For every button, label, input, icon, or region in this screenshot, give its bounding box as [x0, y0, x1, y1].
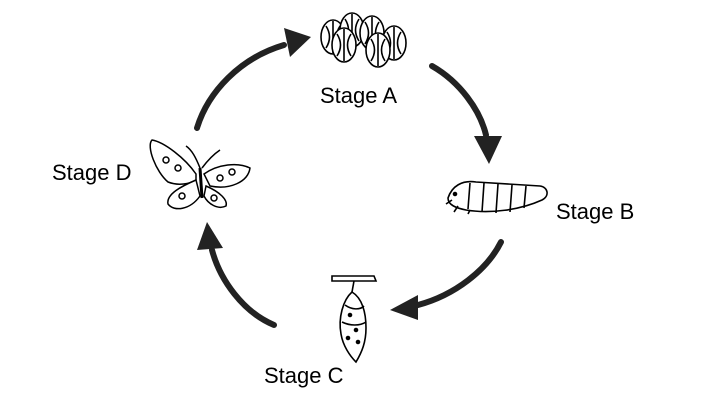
stage-a-label: Stage A	[320, 83, 398, 108]
eggs-icon	[320, 12, 407, 68]
chrysalis-icon	[331, 275, 378, 364]
butterfly-icon	[149, 139, 251, 210]
arrow-a-to-b	[429, 63, 502, 164]
stage-d-label: Stage D	[52, 160, 132, 185]
arrow-c-to-d	[197, 222, 277, 328]
caterpillar-icon	[445, 180, 548, 215]
arrow-d-to-a	[194, 28, 311, 131]
arrow-b-to-c	[390, 239, 504, 320]
stage-c-label: Stage C	[264, 363, 344, 388]
stage-b-label: Stage B	[556, 199, 635, 224]
